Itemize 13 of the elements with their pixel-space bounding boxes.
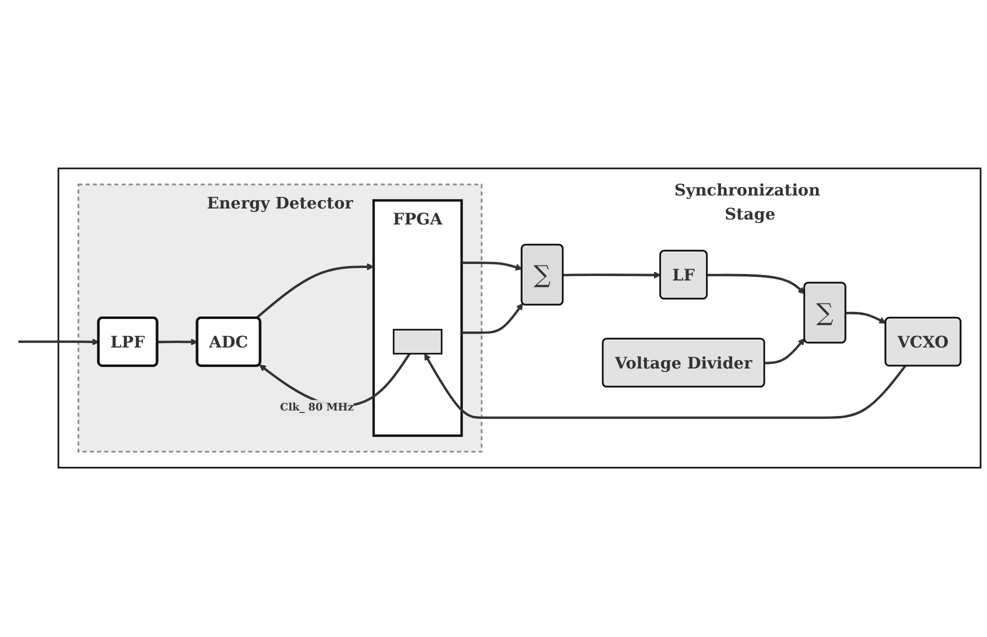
arrow: [563, 272, 661, 280]
arrow: [462, 304, 524, 334]
arrow: [846, 312, 886, 324]
cluster: FPGA: [372, 200, 463, 438]
arrow: [462, 262, 522, 272]
node-box: [392, 329, 442, 355]
arrow: [18, 338, 100, 346]
arrow: [256, 264, 374, 320]
arrow: [424, 354, 906, 420]
edge-label: Clk_ 80 MHz: [280, 402, 354, 414]
arrow: [707, 274, 805, 295]
arrow: [157, 338, 198, 346]
arrow: [764, 338, 805, 365]
